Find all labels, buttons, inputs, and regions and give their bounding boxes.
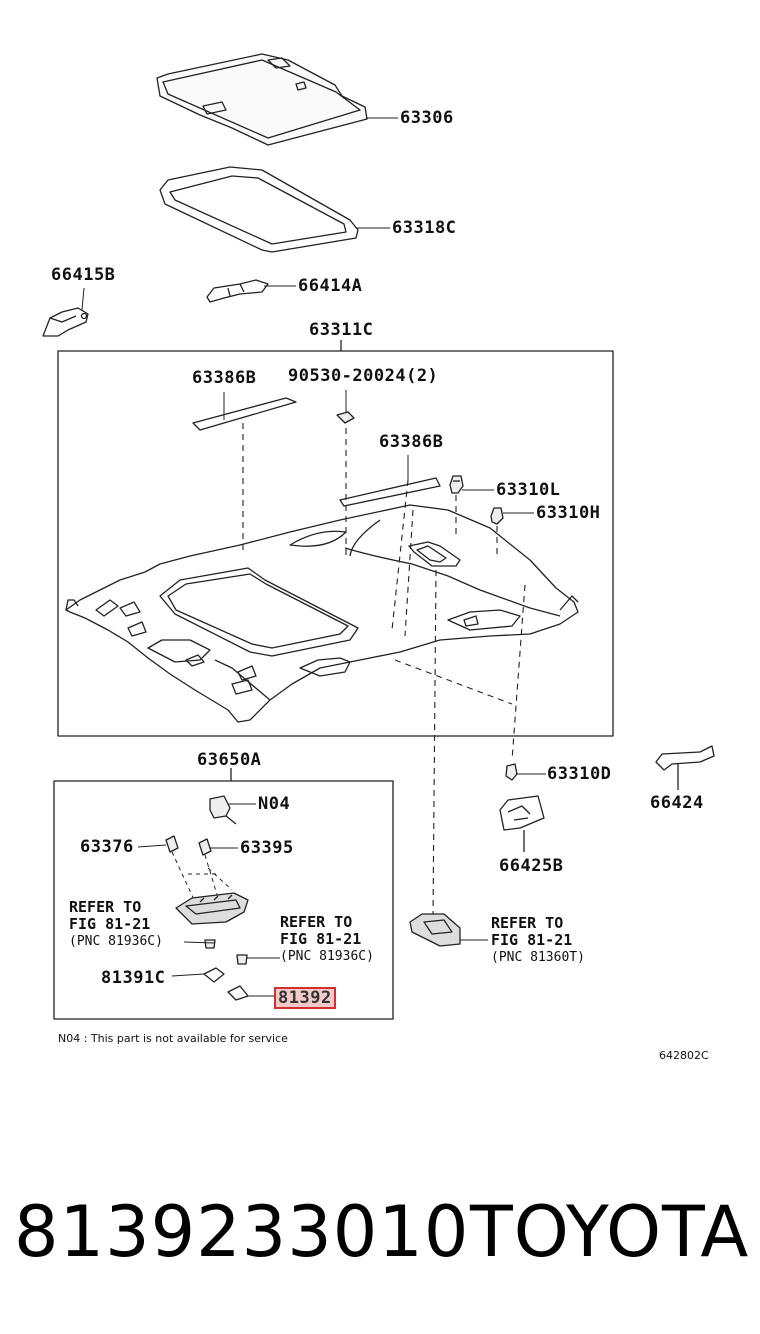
headliner-group-box — [57, 350, 614, 737]
label-81391c: 81391C — [101, 968, 166, 988]
refer-note-1-line2: FIG 81-21 — [69, 915, 151, 933]
refer-note-1: REFER TO FIG 81-21 (PNC 81936C) — [69, 899, 163, 950]
map-lamp-housing-part — [175, 892, 249, 925]
label-66425b: 66425B — [499, 856, 564, 876]
label-63310d: 63310D — [547, 764, 612, 784]
refer-note-2: REFER TO FIG 81-21 (PNC 81936C) — [280, 914, 374, 965]
label-n04: N04 — [258, 794, 291, 814]
brand-name: TOYOTA — [470, 1191, 750, 1273]
label-66415b: 66415B — [51, 265, 116, 285]
clip-63310l-part — [449, 475, 464, 494]
n04-part — [209, 795, 237, 825]
bracket-66414a-part — [206, 279, 269, 303]
label-90530: 90530-20024(2) — [288, 366, 439, 386]
figure-code: 642802C — [659, 1049, 709, 1062]
label-63306: 63306 — [400, 108, 454, 128]
map-lamp-group-box — [53, 780, 394, 1020]
refer-note-3-line3: (PNC 81360T) — [491, 950, 585, 965]
clip-63310d-part — [505, 763, 518, 781]
room-lamp-part — [409, 913, 461, 947]
clip-63310h-part — [490, 507, 504, 525]
plate-81392-part — [227, 985, 249, 1001]
headliner-part — [65, 504, 579, 723]
refer-note-1-line3: (PNC 81936C) — [69, 934, 163, 949]
clip-63376-part — [165, 835, 179, 853]
refer-note-2-line3: (PNC 81936C) — [280, 949, 374, 964]
part-number: 8139233010 — [14, 1191, 470, 1273]
refer-note-3-line1: REFER TO — [491, 914, 564, 932]
label-63395: 63395 — [240, 838, 294, 858]
refer-note-2-line1: REFER TO — [280, 913, 353, 931]
bracket-66425b-part — [499, 795, 545, 852]
refer-note-2-line2: FIG 81-21 — [280, 930, 362, 948]
label-63386b-left: 63386B — [192, 368, 257, 388]
sunroof-seal-part — [159, 166, 359, 253]
bracket-66424-part — [655, 745, 715, 790]
refer-note-3-line2: FIG 81-21 — [491, 931, 573, 949]
strip-left-part — [192, 397, 297, 431]
label-66414a: 66414A — [298, 276, 363, 296]
label-63310h: 63310H — [536, 503, 601, 523]
sunshade-part — [156, 53, 368, 146]
bracket-66415b-part — [42, 307, 89, 337]
assembly-leader-lines — [242, 423, 526, 916]
plate-81391c-part — [203, 967, 225, 983]
label-63318c: 63318C — [392, 218, 457, 238]
service-footnote: N04 : This part is not available for ser… — [58, 1032, 288, 1045]
label-63386b-right: 63386B — [379, 432, 444, 452]
label-63376: 63376 — [80, 837, 134, 857]
label-81392-highlighted[interactable]: 81392 — [274, 987, 336, 1009]
label-63650a: 63650A — [197, 750, 262, 770]
refer-note-1-line1: REFER TO — [69, 898, 142, 916]
label-63310l: 63310L — [496, 480, 561, 500]
clip-63395-part — [198, 838, 212, 856]
strip-right-part — [339, 477, 441, 507]
label-66424: 66424 — [650, 793, 704, 813]
refer-note-3: REFER TO FIG 81-21 (PNC 81360T) — [491, 915, 585, 966]
label-63311c: 63311C — [309, 320, 374, 340]
